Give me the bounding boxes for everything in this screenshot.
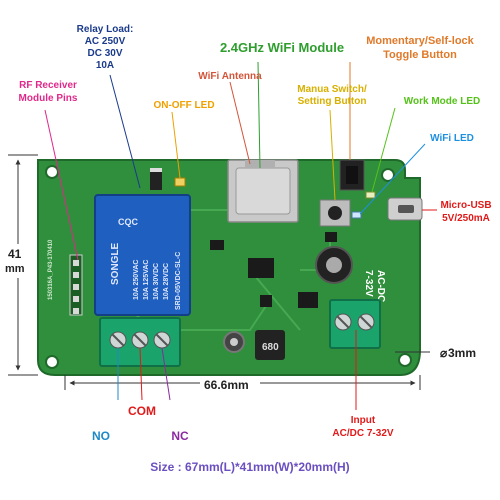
- label-momentary-button: Momentary/Self-lock Toggle Button: [366, 35, 474, 61]
- svg-text:Manua Switch/: Manua Switch/: [297, 84, 367, 95]
- svg-text:10A: 10A: [96, 60, 114, 71]
- electrolytic-capacitor-large: [315, 246, 353, 284]
- mount-hole-top-right: [381, 168, 395, 182]
- svg-text:RF Receiver: RF Receiver: [19, 80, 77, 91]
- label-input: Input AC/DC 7-32V: [332, 415, 393, 439]
- label-wifi-antenna: WiFi Antenna: [198, 71, 262, 82]
- label-relay-load: Relay Load: AC 250V DC 30V 10A: [77, 24, 134, 71]
- svg-text:AC 250V: AC 250V: [85, 36, 126, 47]
- mount-hole-top-left: [45, 165, 59, 179]
- ic-1: [248, 258, 274, 278]
- diode-band: [150, 168, 162, 172]
- on-off-led: [174, 177, 186, 187]
- work-mode-led: [365, 191, 376, 199]
- transistor-1: [260, 295, 272, 307]
- pcb-id-text: 150316A_P43-170410: [48, 239, 54, 300]
- label-no: NO: [92, 429, 110, 443]
- pcb-board: 150316A_P43-170410 CQC SONGLE 10A 250VAC…: [37, 159, 423, 376]
- label-rf-receiver: RF Receiver Module Pins: [19, 80, 78, 104]
- relay-model: SRD-05VDC-SL-C: [175, 252, 182, 310]
- label-micro-usb: Micro-USB 5V/250mA: [440, 200, 491, 224]
- relay: CQC SONGLE 10A 250VAC 10A 125VAC 10A 30V…: [94, 194, 191, 316]
- height-value: 41: [8, 247, 22, 261]
- svg-text:Toggle Button: Toggle Button: [383, 49, 457, 61]
- relay-logo: CQC: [118, 217, 139, 227]
- inductor: 680: [255, 330, 285, 360]
- label-nc: NC: [171, 429, 189, 443]
- label-size: Size : 67mm(L)*41mm(W)*20mm(H): [150, 460, 349, 474]
- hole-dimension: ⌀ 3mm: [395, 346, 476, 360]
- transistor-2: [325, 232, 337, 242]
- relay-rating-3: 10A 30VDC: [153, 263, 160, 300]
- electrolytic-capacitor-small: [223, 331, 245, 353]
- svg-text:5V/250mA: 5V/250mA: [442, 213, 490, 224]
- diode: [150, 168, 162, 190]
- mount-hole-bottom-left: [45, 355, 59, 369]
- svg-text:Micro-USB: Micro-USB: [440, 200, 491, 211]
- label-com: COM: [128, 404, 156, 418]
- relay-rating-4: 10A 28VDC: [163, 263, 170, 300]
- svg-text:Relay Load:: Relay Load:: [77, 24, 134, 35]
- label-wifi-module: 2.4GHz WiFi Module: [220, 40, 344, 55]
- acdc-mark-1: AC-DC: [375, 270, 386, 302]
- svg-text:Setting Button: Setting Button: [298, 96, 367, 107]
- acdc-mark-2: 7-32V: [363, 270, 374, 297]
- width-dimension: 66.6mm: [64, 375, 421, 392]
- width-value: 66.6mm: [204, 378, 249, 392]
- hole-value: 3mm: [448, 346, 476, 360]
- svg-text:Momentary/Self-lock: Momentary/Self-lock: [366, 35, 474, 47]
- label-work-mode-led: Work Mode LED: [404, 96, 480, 107]
- relay-rating-1: 10A 250VAC: [133, 260, 140, 300]
- manual-switch-button: [319, 199, 351, 227]
- ic-3: [210, 240, 224, 250]
- ic-2: [298, 292, 318, 308]
- svg-text:Module Pins: Module Pins: [19, 93, 78, 104]
- svg-text:AC/DC 7-32V: AC/DC 7-32V: [332, 428, 393, 439]
- svg-text:Input: Input: [351, 415, 376, 426]
- hole-diameter-icon: ⌀: [440, 346, 448, 360]
- relay-brand: SONGLE: [110, 242, 121, 285]
- wifi-module: [227, 159, 299, 223]
- label-manual-switch: Manua Switch/ Setting Button: [297, 84, 367, 107]
- inductor-label: 680: [262, 342, 279, 353]
- label-wifi-led: WiFi LED: [430, 133, 474, 144]
- relay-rating-2: 10A 125VAC: [143, 260, 150, 300]
- rf-receiver-pins: [69, 254, 83, 316]
- wifi-led: [351, 211, 362, 219]
- mount-hole-bottom-right: [398, 353, 412, 367]
- height-dimension: 41 mm: [5, 154, 38, 376]
- power-terminal-block: [329, 299, 381, 349]
- callout-lines: [44, 61, 437, 410]
- height-unit: mm: [5, 263, 25, 275]
- label-on-off-led: ON-OFF LED: [153, 100, 214, 111]
- momentary-button: [339, 159, 365, 191]
- micro-usb-opening: [398, 205, 414, 213]
- svg-text:DC 30V: DC 30V: [87, 48, 122, 59]
